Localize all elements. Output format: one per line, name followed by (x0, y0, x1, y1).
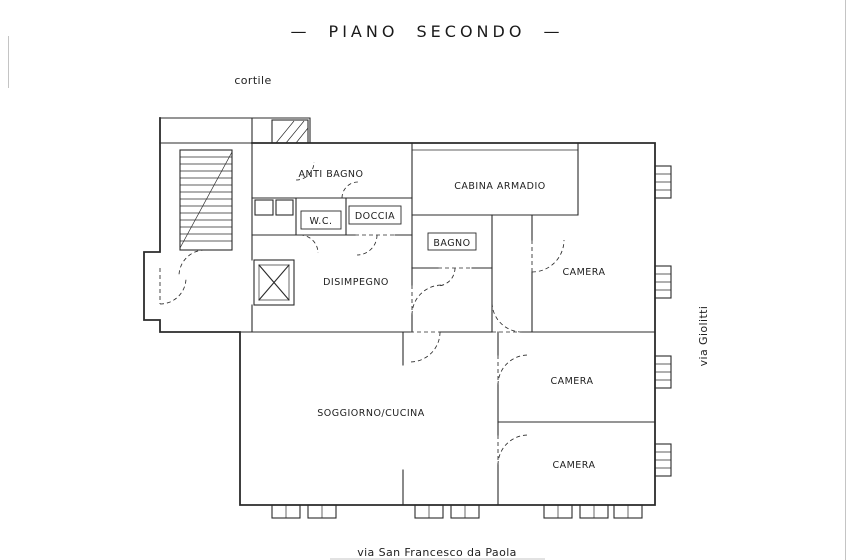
room-label-anti-bagno: ANTI BAGNO (298, 169, 363, 180)
scan-artifacts (8, 0, 846, 560)
door-thresholds (159, 234, 533, 465)
room-label-bagno: BAGNO (433, 238, 470, 249)
outside-labels: cortile via Giolitti via San Francesco d… (234, 74, 710, 559)
room-labels: ANTI BAGNO CABINA ARMADIO DISIMPEGNO CAM… (298, 169, 605, 471)
room-label-doccia: DOCCIA (355, 211, 395, 222)
room-label-cabina-armadio: CABINA ARMADIO (454, 181, 545, 192)
right-facade-windows (654, 165, 672, 477)
page-title: — PIANO SECONDO — (290, 22, 563, 41)
label-via-giolitti: via Giolitti (697, 306, 710, 367)
staircase (179, 149, 233, 251)
label-cortile: cortile (234, 74, 271, 87)
room-label-wc: W.C. (310, 216, 333, 227)
elevator-shaft (253, 259, 295, 306)
room-label-camera-3: CAMERA (552, 460, 595, 471)
door-swing-arcs (159, 161, 565, 466)
bagno-label-box (427, 232, 477, 251)
room-label-camera-1: CAMERA (562, 267, 605, 278)
boxed-room-labels: W.C. DOCCIA BAGNO (300, 205, 477, 251)
top-window-block (271, 119, 309, 144)
room-label-camera-2: CAMERA (550, 376, 593, 387)
wc-label-box (300, 210, 342, 230)
room-label-soggiorno-cucina: SOGGIORNO/CUCINA (317, 408, 425, 419)
interior-walls (239, 142, 656, 506)
doccia-label-box (348, 205, 402, 225)
room-label-disimpegno: DISIMPEGNO (323, 277, 389, 288)
bottom-facade-windows (271, 504, 643, 519)
label-via-san-francesco: via San Francesco da Paola (357, 546, 517, 559)
